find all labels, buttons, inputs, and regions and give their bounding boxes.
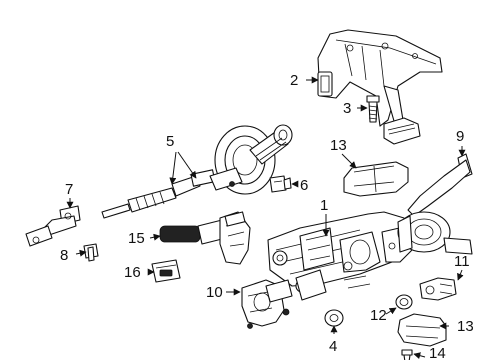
- part-ignition-switch: [241, 279, 293, 329]
- part-intermediate-shaft: [101, 169, 216, 219]
- part-bolt-8: [83, 243, 99, 262]
- callout-13-upper: 13: [330, 137, 347, 154]
- leader-lines: [66, 76, 466, 360]
- part-steering-column: [267, 211, 415, 301]
- part-screw-14: [401, 349, 413, 360]
- callout-2: 2: [290, 72, 298, 89]
- callout-14: 14: [429, 345, 446, 360]
- callout-8: 8: [60, 247, 68, 264]
- callout-1: 1: [320, 197, 328, 214]
- part-bolt-6: [269, 175, 292, 193]
- callout-4: 4: [329, 338, 337, 355]
- part-brake-pedal-bracket: [317, 29, 443, 145]
- callout-5: 5: [166, 133, 174, 150]
- callout-16: 16: [124, 264, 141, 281]
- callout-10: 10: [206, 284, 223, 301]
- callout-15: 15: [128, 230, 145, 247]
- part-grommet-4: [324, 309, 344, 327]
- callout-labels: 2 3 5 6 7 8 9 13 1 15 16 11 10 12 13 4 1…: [60, 72, 474, 360]
- part-switch-16: [151, 259, 181, 283]
- part-multifunction-switch: [159, 211, 251, 265]
- part-shaft-seal: [209, 124, 293, 195]
- part-switch-12: [395, 294, 413, 310]
- part-switch-11: [419, 277, 457, 301]
- callout-7: 7: [65, 181, 73, 198]
- part-bolt-3: [366, 95, 380, 123]
- part-lower-shaft: [25, 205, 81, 247]
- part-lower-shroud: [397, 313, 447, 347]
- part-upper-shroud: [343, 161, 409, 197]
- callout-3: 3: [343, 100, 351, 117]
- callout-6: 6: [300, 177, 308, 194]
- callout-11: 11: [454, 253, 470, 270]
- callout-9: 9: [456, 128, 464, 145]
- callout-13-lower: 13: [457, 318, 474, 335]
- part-clockspring-stalk: [397, 153, 473, 255]
- callout-12: 12: [370, 307, 387, 324]
